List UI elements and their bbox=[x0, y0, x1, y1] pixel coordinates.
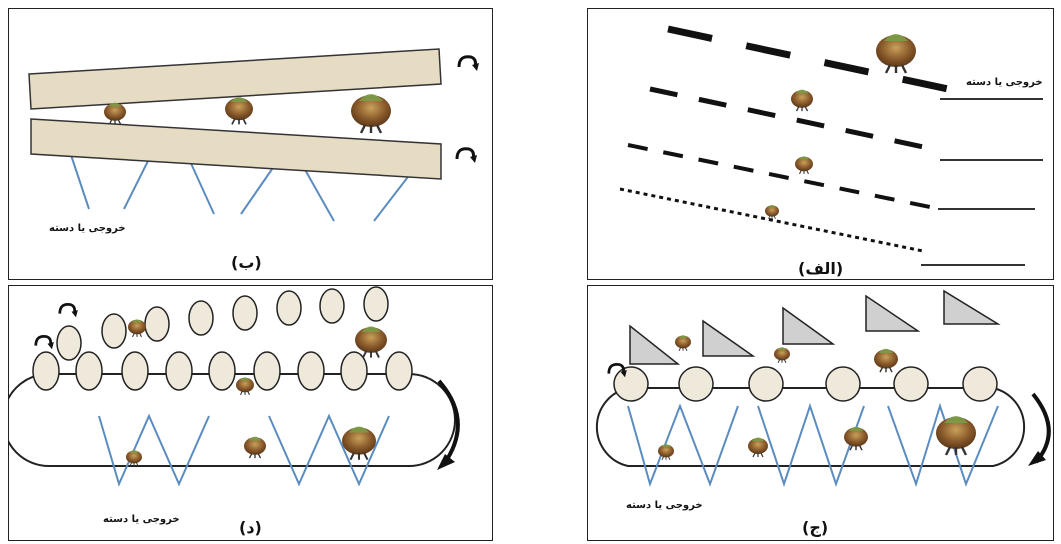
roller-row-lower bbox=[32, 351, 413, 391]
onion-icon bbox=[349, 92, 393, 135]
divider-lines bbox=[98, 413, 390, 487]
belt-rotation-arrow-icon bbox=[437, 379, 460, 470]
roller-row-upper bbox=[56, 286, 389, 361]
panel-jim-diagram bbox=[595, 289, 1051, 488]
onion-icon bbox=[790, 88, 814, 112]
onion-icon bbox=[354, 325, 388, 359]
output-lines bbox=[921, 98, 1043, 266]
onion-icon bbox=[773, 346, 791, 364]
onion-icon bbox=[794, 155, 814, 175]
rotation-arrow-icon bbox=[58, 302, 80, 319]
upper-board bbox=[28, 48, 442, 110]
panel-jim: خروجی یا دسته (ج) bbox=[587, 285, 1054, 541]
rotation-arrow-icon bbox=[34, 334, 56, 351]
dashed-sorting-lines bbox=[619, 25, 949, 253]
onion-icon bbox=[103, 101, 127, 125]
onion-icon bbox=[764, 204, 780, 220]
roller-row bbox=[613, 366, 998, 402]
onion-icon bbox=[747, 436, 769, 458]
triangle-guides bbox=[629, 289, 1001, 365]
onion-icon bbox=[843, 426, 869, 451]
panel-dal: خروجی یا دسته (د) bbox=[8, 285, 493, 541]
output-label: خروجی یا دسته bbox=[103, 514, 180, 525]
divider-lines bbox=[627, 402, 999, 488]
onion-icon bbox=[874, 32, 918, 75]
onion-icon bbox=[674, 334, 692, 352]
onion-icon bbox=[243, 435, 267, 459]
conveyor-belt bbox=[595, 387, 1026, 467]
panel-alef: خروجی یا دسته (الف) bbox=[587, 8, 1054, 280]
onion-icon bbox=[127, 318, 147, 338]
rotation-arrow-icon bbox=[457, 55, 481, 73]
panel-caption: (ب) bbox=[231, 253, 262, 272]
panel-caption: (الف) bbox=[798, 259, 844, 278]
panel-caption: (ج) bbox=[802, 518, 829, 537]
panel-be: خروجی یا دسته (ب) bbox=[8, 8, 493, 280]
panel-be-diagram bbox=[28, 48, 481, 222]
output-label: خروجی یا دسته bbox=[626, 500, 703, 511]
onion-icon bbox=[235, 376, 255, 396]
lower-board bbox=[30, 118, 442, 180]
panel-caption: (د) bbox=[239, 518, 262, 537]
output-label: خروجی یا دسته bbox=[966, 77, 1043, 88]
panel-alef-diagram bbox=[619, 25, 1043, 266]
panel-dal-diagram bbox=[9, 286, 460, 487]
onion-icon bbox=[224, 96, 254, 126]
belt-rotation-arrow-icon bbox=[1028, 392, 1051, 466]
rotation-arrow-icon bbox=[455, 147, 479, 165]
output-label: خروجی یا دسته bbox=[49, 223, 126, 234]
onion-icon bbox=[934, 414, 978, 457]
onion-icon bbox=[873, 348, 899, 373]
